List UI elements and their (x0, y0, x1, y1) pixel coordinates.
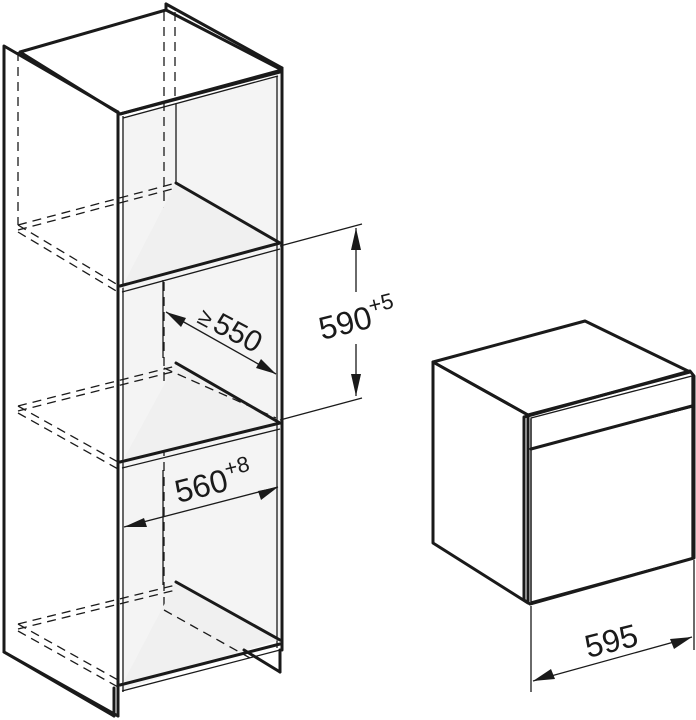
appliance-width-label: 595 (581, 617, 642, 665)
appliance-side (431, 360, 530, 605)
appliance-top (431, 319, 692, 417)
tall-cabinet (2, 2, 284, 718)
dimension-niche-width: 560+8 (123, 451, 279, 528)
appliance-door (530, 406, 693, 603)
width-dimension-label: 560+8 (170, 451, 256, 510)
shelf-bottom (2, 580, 282, 718)
appliance (431, 319, 696, 606)
shelf-upper (17, 181, 282, 293)
cabinet-side-panel (2, 44, 120, 718)
height-dimension-label: 590+5 (314, 288, 400, 347)
shelf-middle (17, 361, 282, 470)
dimension-niche-height: 590+5 (279, 223, 400, 421)
appliance-front-frame (522, 369, 696, 606)
